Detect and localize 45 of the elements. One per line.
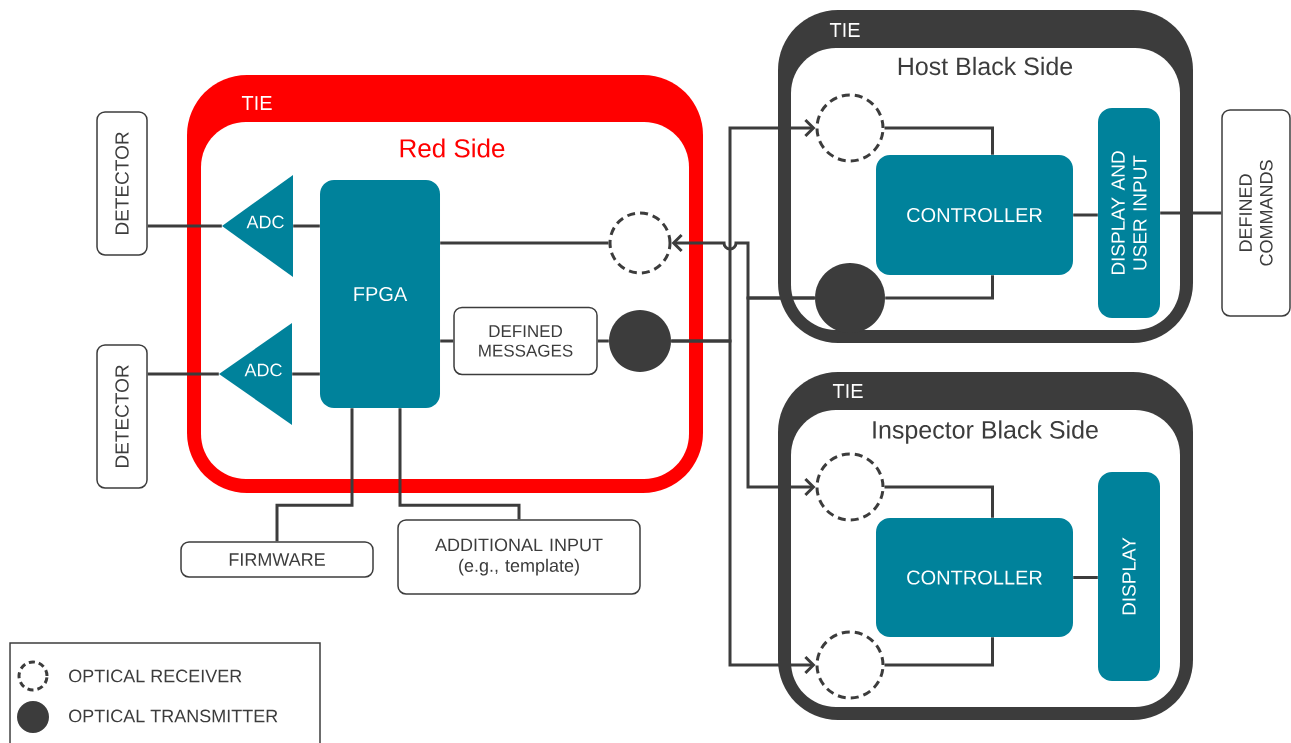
- adc-triangle: ADC: [219, 323, 292, 425]
- legend-text: OPTICAL RECEIVER: [69, 669, 242, 683]
- connector: [440, 339, 454, 343]
- connector: [292, 372, 320, 376]
- enclosure-label: TIE: [832, 384, 863, 398]
- optical-transmitter: [609, 310, 671, 372]
- optical-receiver: [815, 630, 885, 700]
- controller-block: CONTROLLER: [876, 518, 1073, 637]
- optical-receiver: [815, 93, 885, 163]
- connector: [884, 485, 994, 518]
- connector: [147, 372, 219, 376]
- display-block: DISPLAY: [1098, 472, 1160, 681]
- adc-triangle: ADC: [222, 175, 293, 277]
- connector: [1073, 576, 1098, 579]
- enclosure-label: TIE: [829, 23, 860, 37]
- fpga-block: FPGA: [320, 180, 440, 408]
- section-title: Inspector Black Side: [873, 420, 1098, 444]
- firmware-box: FIRMWARE: [180, 541, 374, 578]
- input-box: ADDITIONAL INPUT (e.g., template): [397, 519, 641, 595]
- optical-receiver: [608, 211, 672, 275]
- connector: [884, 637, 994, 667]
- connector: [746, 296, 816, 497]
- connector: [885, 275, 994, 300]
- connector: [1073, 213, 1098, 217]
- detector-box: DETECTOR: [96, 111, 148, 256]
- enclosure-label: TIE: [241, 96, 272, 110]
- legend-text: OPTICAL TRANSMITTER: [69, 709, 278, 723]
- message-box: DEFINED MESSAGES: [453, 306, 598, 376]
- connector: [597, 339, 609, 343]
- connector: [671, 339, 816, 675]
- optical-transmitter: [815, 263, 885, 333]
- controller-block: CONTROLLER: [876, 155, 1073, 275]
- connector: [398, 408, 521, 520]
- display-block: DISPLAY AND USER INPUT: [1098, 108, 1160, 318]
- connector: [275, 408, 354, 542]
- connector: [147, 224, 222, 228]
- command-box: DEFINED COMMANDS: [1221, 109, 1291, 317]
- connector: [440, 241, 609, 245]
- optical-receiver: [815, 452, 885, 522]
- section-title: Host Black Side: [898, 56, 1073, 76]
- connector: [884, 126, 994, 155]
- section-title: Red Side: [400, 138, 505, 158]
- detector-box: DETECTOR: [96, 344, 148, 489]
- connector: [293, 224, 320, 228]
- connector: [1160, 211, 1222, 215]
